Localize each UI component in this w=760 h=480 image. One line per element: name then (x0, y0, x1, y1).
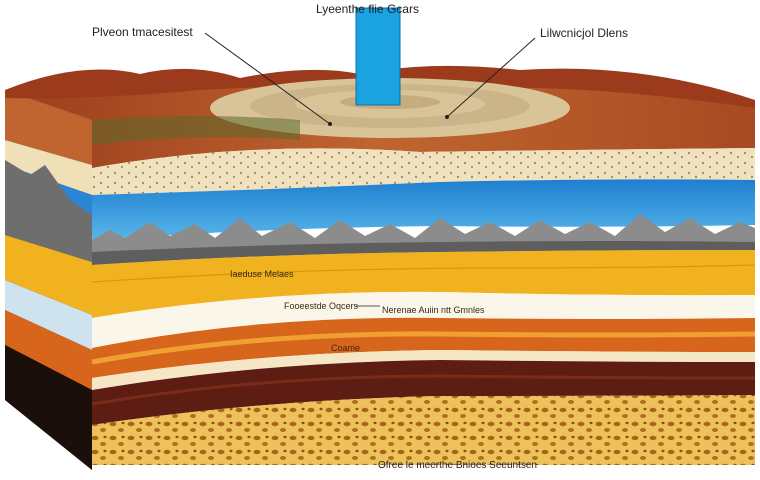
label-orange-layer: Coame (331, 343, 361, 353)
well-pipe (355, 7, 401, 106)
label-white-right: Nerenae Auiin ntt Gmnles (382, 305, 485, 315)
label-right-top: Lilwcnicjol Dlens (540, 26, 629, 40)
cream-band (92, 350, 755, 390)
diagram-title: Lyeenthe flie Gcars (316, 2, 419, 16)
label-left-top: Plveon tmacesitest (92, 25, 193, 39)
leader-line-right (446, 37, 536, 118)
label-white-left: Fooeestde Oqcers (284, 301, 359, 311)
white-layer (92, 291, 755, 348)
porous-rock-layer (92, 395, 755, 465)
hills-ridge (5, 65, 755, 108)
leader-line-left (204, 32, 331, 125)
block-side-face (5, 90, 92, 470)
yellow-layer (92, 250, 755, 318)
label-yellow-layer: Iaeduse Melaes (230, 269, 294, 279)
footer-caption: Ofree le meerthe Bnioes Seeuntsen (378, 460, 537, 471)
